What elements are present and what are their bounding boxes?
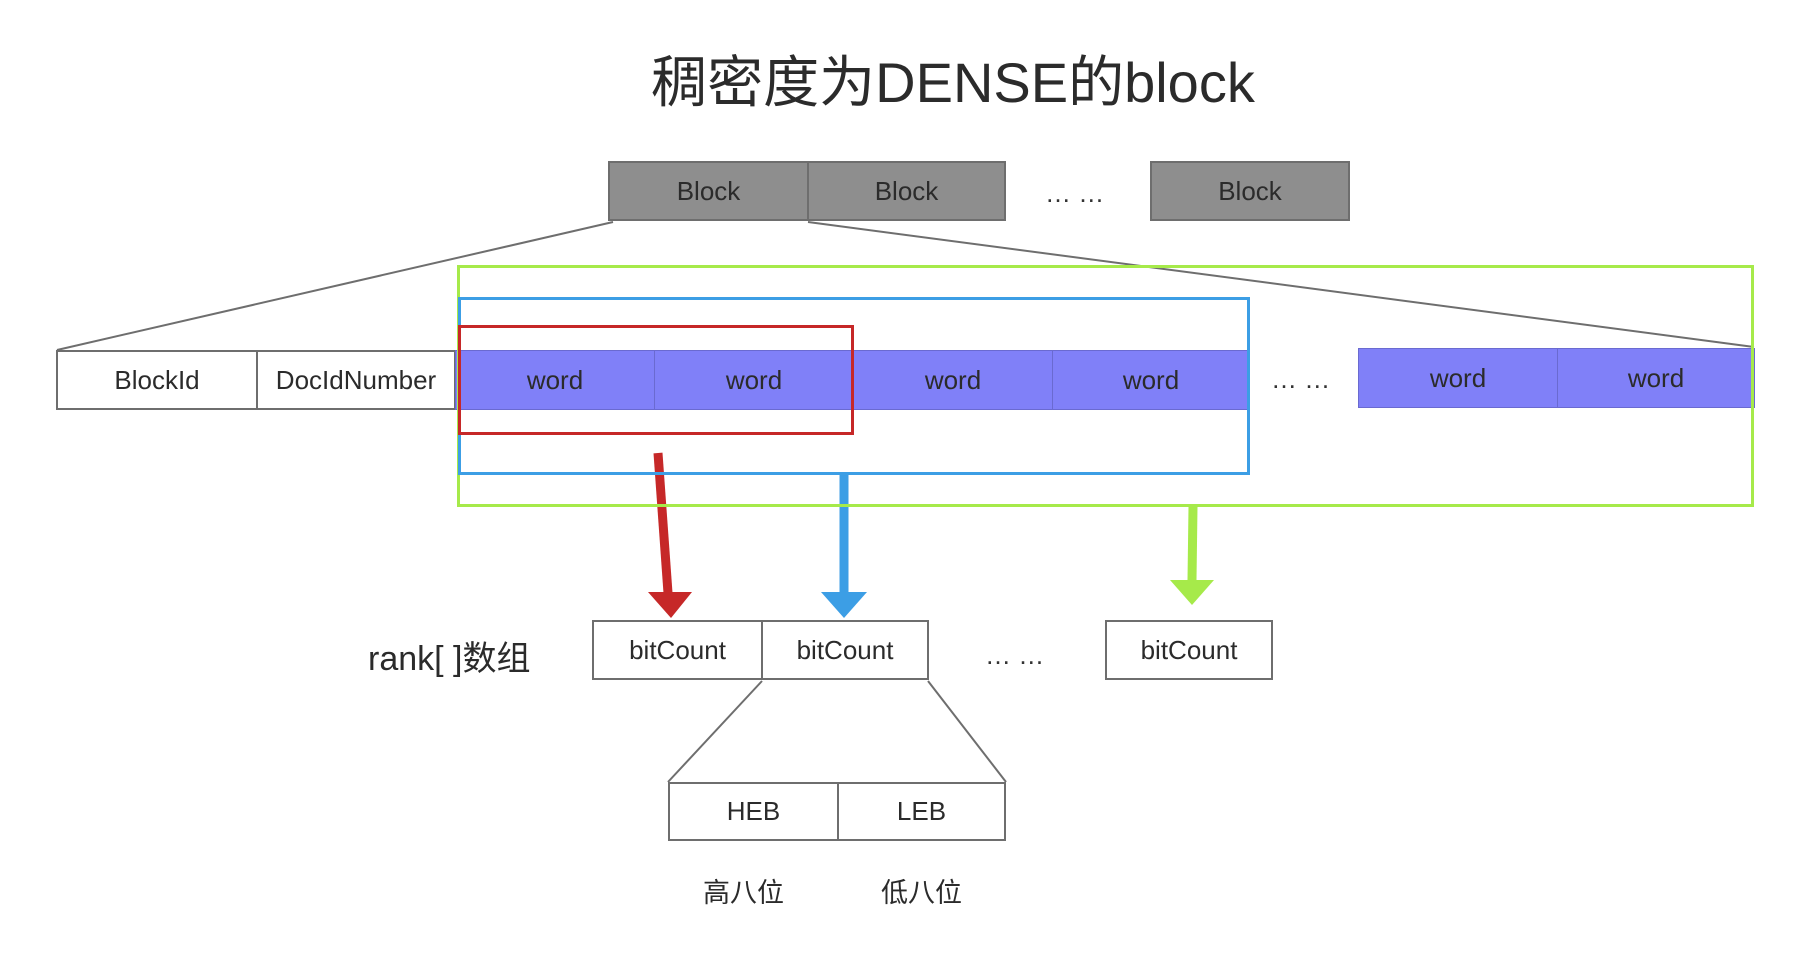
leb-cell: LEB <box>837 782 1006 841</box>
word-cell-4: word <box>1052 350 1250 410</box>
blockid-cell: BlockId <box>56 350 258 410</box>
heb-caption: 高八位 <box>703 878 784 908</box>
bitcount-cell-3: bitCount <box>1105 620 1273 680</box>
word-cell-2: word <box>654 350 854 410</box>
blue-arrow-head <box>821 592 867 618</box>
words-ellipsis: … … <box>1271 364 1331 394</box>
word-cell-3: word <box>853 350 1053 410</box>
rank-array-label: rank[ ]数组 <box>368 640 531 678</box>
green-arrow-shaft <box>1187 506 1198 581</box>
red-group-frame <box>458 325 854 435</box>
bitcount-expand-left <box>667 680 763 783</box>
leb-caption: 低八位 <box>881 878 962 908</box>
bitcount-cell-2: bitCount <box>761 620 929 680</box>
diagram-title: 稠密度为DENSE的block <box>651 51 1255 114</box>
heb-cell: HEB <box>668 782 839 841</box>
green-arrow-head <box>1170 580 1214 605</box>
block-cell-3: Block <box>1150 161 1350 221</box>
bitcount-cell-1: bitCount <box>592 620 763 680</box>
block-cell-1: Block <box>608 161 809 221</box>
docidnumber-cell: DocIdNumber <box>256 350 456 410</box>
red-arrow-head <box>648 592 692 618</box>
word-cell-5: word <box>1358 348 1558 408</box>
bitcount-expand-right <box>927 680 1007 783</box>
rank-ellipsis: … … <box>985 640 1045 670</box>
block-cell-2: Block <box>807 161 1006 221</box>
blocks-ellipsis: … … <box>1045 178 1105 208</box>
word-cell-6: word <box>1557 348 1755 408</box>
